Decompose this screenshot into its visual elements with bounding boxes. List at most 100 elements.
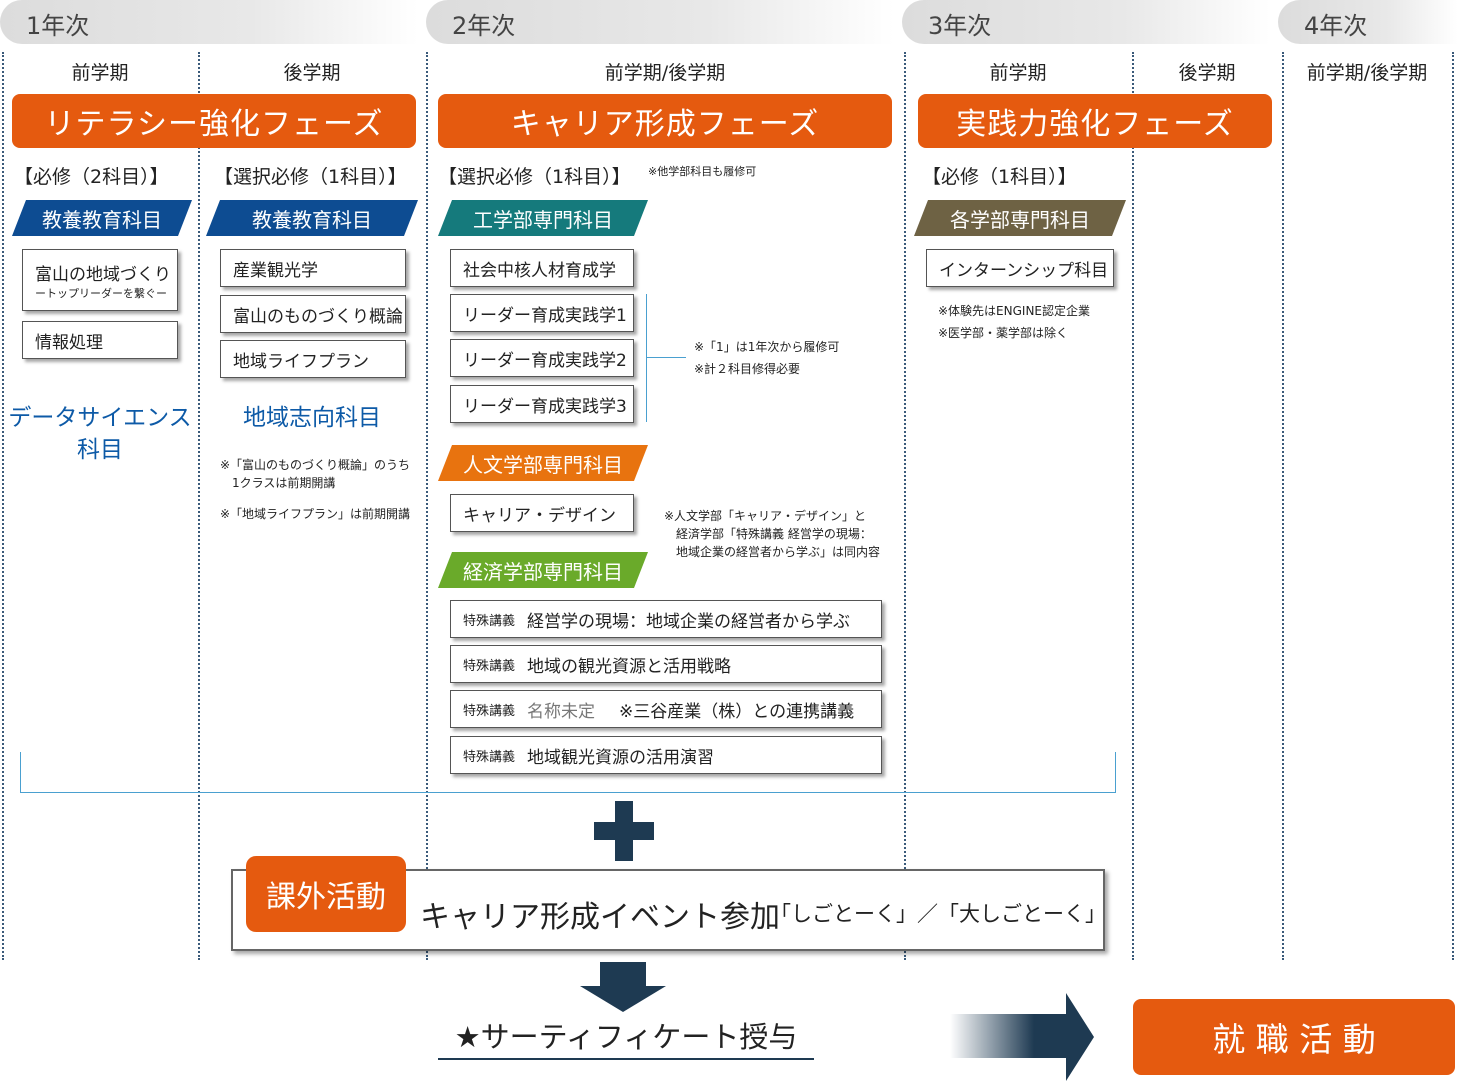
course-name: リーダー育成実践学2 [463, 350, 627, 371]
course-name: 富山のものづくり概論 [233, 306, 403, 327]
course-name: リーダー育成実践学3 [463, 396, 627, 417]
course-extra: ※三谷産業（株）との連携講義 [619, 701, 855, 722]
column-divider [426, 52, 428, 960]
down-arrow-icon [580, 986, 666, 1012]
course-box: キャリア・デザイン [450, 494, 634, 532]
course-name: 地域ライフプラン [233, 351, 369, 372]
note: ※他学部科目も履修可 [648, 165, 757, 178]
job-hunting-box: 就 職 活 動 [1133, 999, 1455, 1075]
note: ※体験先はENGINE認定企業 ※医学部・薬学部は除く [938, 302, 1090, 342]
course-box: 富山の地域づくり ートップリーダーを繋ぐー [22, 249, 178, 311]
bracket-line [646, 294, 647, 422]
note-line: ※「1」は1年次から履修可 [694, 340, 840, 354]
course-box: 情報処理 [22, 321, 178, 359]
column-divider [1282, 52, 1284, 960]
course-name: 経営学の現場：地域企業の経営者から学ぶ [527, 611, 851, 632]
requirement-label: 【選択必修（1科目）】 [214, 166, 407, 188]
column-divider [198, 52, 200, 960]
category-banner: 教養教育科目 [12, 200, 192, 236]
course-prefix: 特殊講義 [463, 749, 516, 765]
phase-practice: 実践力強化フェーズ [918, 94, 1272, 148]
category-banner: 経済学部専門科目 [438, 552, 648, 588]
event-title: キャリア形成イベント参加 [420, 900, 780, 935]
category-line: 科目 [77, 437, 123, 463]
course-box: 地域ライフプラン [220, 340, 406, 378]
year-label: 2年次 [452, 12, 516, 40]
semester-label: 後学期 [283, 62, 341, 84]
course-box: 特殊講義 経営学の現場：地域企業の経営者から学ぶ [450, 600, 882, 638]
course-box: 産業観光学 [220, 249, 406, 287]
course-name: 名称未定 [527, 701, 596, 722]
year-label: 3年次 [928, 12, 992, 40]
note-line: ※体験先はENGINE認定企業 [938, 304, 1091, 318]
requirement-label: 【選択必修（1科目）】 [438, 166, 631, 188]
course-box: リーダー育成実践学2 [450, 339, 634, 377]
course-box: 社会中核人材育成学 [450, 249, 634, 287]
bracket-line [646, 357, 686, 358]
column-divider [2, 52, 4, 960]
note-line: 1クラスは前期開講 [232, 476, 336, 490]
event-names: 「しごとーく」／「大しごとーく」 [770, 902, 1106, 926]
note-line: 経済学部「特殊講義 経営学の現場： [676, 527, 872, 541]
course-name: 産業観光学 [233, 260, 318, 281]
course-name: 情報処理 [35, 332, 103, 353]
note: ※「富山のものづくり概論」のうち 1クラスは前期開講 [220, 456, 410, 492]
course-box: リーダー育成実践学3 [450, 385, 634, 423]
note-line: 地域企業の経営者から学ぶ」は同内容 [676, 545, 881, 559]
semester-label: 前学期 [71, 62, 129, 84]
note-line: ※人文学部「キャリア・デザイン」と [664, 509, 867, 523]
year-tab-4: 4年次 [1278, 0, 1458, 44]
category-banner: 工学部専門科目 [438, 200, 648, 236]
certificate-text: ★サーティフィケート授与 [454, 1020, 798, 1054]
extracurricular-label: 課外活動 [246, 856, 406, 932]
year-label: 4年次 [1304, 12, 1368, 40]
course-box: 特殊講義 地域観光資源の活用演習 [450, 736, 882, 774]
course-box: 富山のものづくり概論 [220, 295, 406, 333]
phase-literacy: リテラシー強化フェーズ [12, 94, 416, 148]
note: ※「1」は1年次から履修可 ※計２科目修得必要 [694, 338, 839, 378]
column-divider [1452, 52, 1454, 960]
category-banner: 各学部専門科目 [914, 200, 1126, 236]
semester-label: 前学期 [989, 62, 1047, 84]
note: ※「地域ライフプラン」は前期開講 [220, 507, 411, 521]
group-bracket [20, 752, 1116, 793]
note: ※人文学部「キャリア・デザイン」と 経済学部「特殊講義 経営学の現場： 地域企業… [664, 507, 880, 561]
course-subtitle: ートップリーダーを繋ぐー [35, 286, 167, 300]
note-line: ※計２科目修得必要 [694, 362, 801, 376]
semester-label: 前学期/後学期 [1306, 62, 1428, 84]
semester-label: 前学期/後学期 [604, 62, 726, 84]
requirement-label: 【必修（2科目）】 [14, 166, 169, 188]
course-name: 富山の地域づくり [35, 264, 171, 285]
phase-career: キャリア形成フェーズ [438, 94, 892, 148]
course-box: リーダー育成実践学1 [450, 294, 634, 332]
note-line: ※医学部・薬学部は除く [938, 326, 1069, 340]
year-label: 1年次 [26, 12, 90, 40]
course-box: 特殊講義 地域の観光資源と活用戦略 [450, 645, 882, 683]
category-line: データサイエンス [8, 405, 192, 431]
year-tab-1: 1年次 [0, 0, 418, 44]
course-box: インターンシップ科目 [926, 249, 1114, 287]
category-banner: 人文学部専門科目 [438, 445, 648, 481]
right-arrow-icon [950, 1014, 1070, 1058]
course-box: 特殊講義 名称未定 ※三谷産業（株）との連携講義 [450, 690, 882, 728]
course-prefix: 特殊講義 [463, 703, 516, 719]
certificate-underline [438, 1058, 814, 1060]
course-name: 地域観光資源の活用演習 [527, 747, 715, 768]
year-tab-2: 2年次 [426, 0, 894, 44]
course-prefix: 特殊講義 [463, 658, 516, 674]
year-tab-3: 3年次 [902, 0, 1270, 44]
course-name: インターンシップ科目 [939, 260, 1109, 281]
semester-label: 後学期 [1178, 62, 1236, 84]
category-data-science: データサイエンス 科目 [2, 402, 198, 466]
course-name: キャリア・デザイン [463, 505, 616, 526]
down-arrow-icon [600, 962, 646, 988]
requirement-label: 【必修（1科目）】 [922, 166, 1077, 188]
plus-icon [615, 801, 633, 861]
right-arrow-icon [1066, 993, 1094, 1081]
course-name: 地域の観光資源と活用戦略 [527, 656, 732, 677]
course-name: リーダー育成実践学1 [463, 305, 627, 326]
course-name: 社会中核人材育成学 [463, 260, 616, 281]
course-prefix: 特殊講義 [463, 613, 516, 629]
note-line: ※「富山のものづくり概論」のうち [220, 458, 411, 472]
category-regional: 地域志向科目 [243, 405, 381, 431]
